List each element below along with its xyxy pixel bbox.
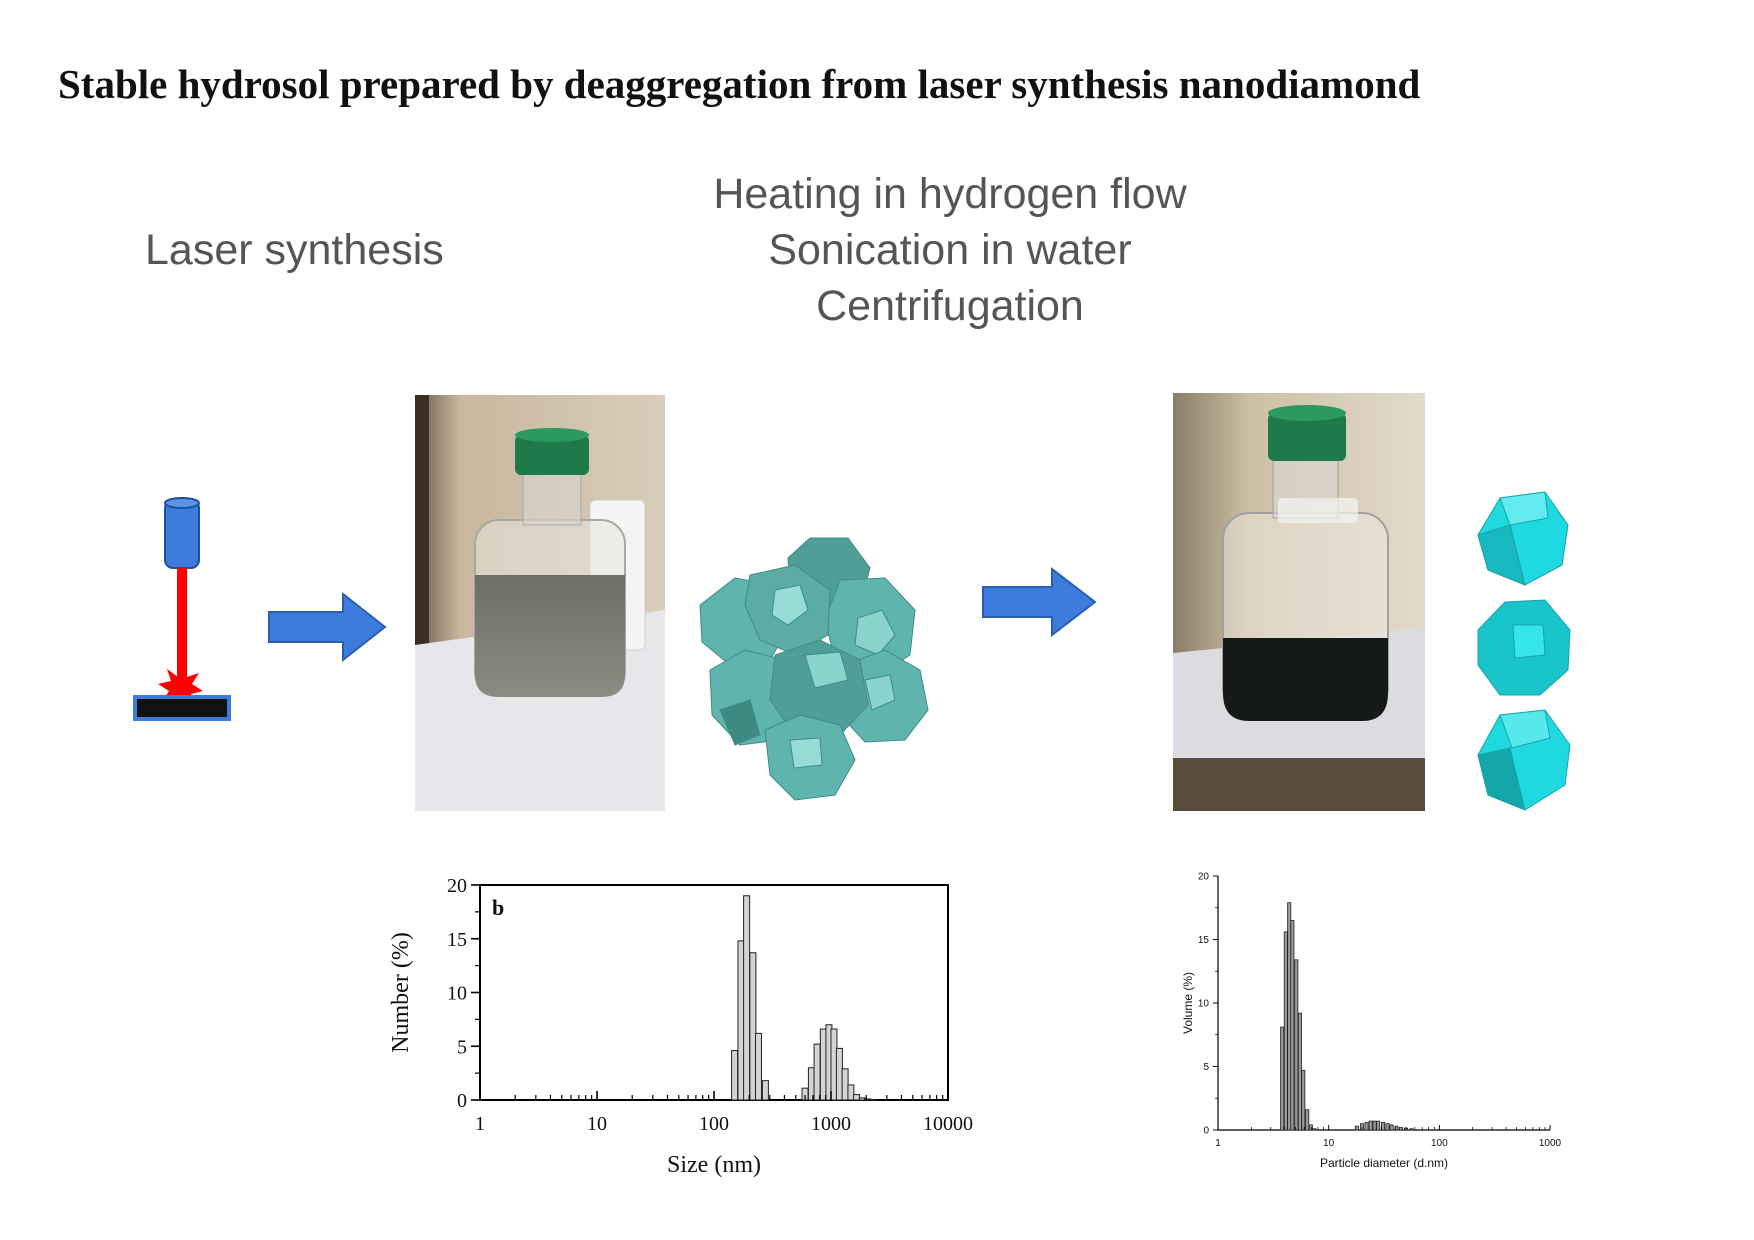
chart1-bar — [731, 1050, 739, 1101]
chart1-bar — [863, 1098, 871, 1101]
chart2-bar — [1385, 1123, 1390, 1131]
chart2-bar — [1280, 1026, 1285, 1131]
chart1-bar — [761, 1080, 769, 1101]
chart1-x-tick-label: 10 — [587, 1113, 607, 1135]
chart1-bar — [869, 1098, 877, 1101]
chart1-y-tick-label: 15 — [447, 929, 467, 951]
chart1-plot-frame — [479, 884, 949, 1101]
chart1-bar — [847, 1084, 855, 1101]
bottle-photo-stable-hydrosol — [1173, 393, 1425, 811]
chart1-bar — [754, 1032, 762, 1101]
arrow-right-icon — [982, 566, 1097, 638]
chart2-bar — [1368, 1120, 1373, 1131]
chart2-bar — [1398, 1127, 1403, 1131]
chart1-y-tick-label: 20 — [447, 875, 467, 897]
chart2-bar — [1409, 1128, 1414, 1131]
chart2-y-tick-label: 5 — [1203, 1062, 1209, 1073]
chart1-y-axis-label: Number (%) — [388, 932, 414, 1053]
chart1-bar — [852, 1094, 860, 1101]
chart1-bar — [835, 1047, 843, 1101]
chart1-x-tick-label: 1 — [475, 1113, 485, 1135]
chart2-bar — [1297, 1012, 1302, 1131]
chart2-x-tick-label: 10 — [1323, 1138, 1335, 1149]
chart2-bar — [1305, 1109, 1310, 1131]
chart1-x-axis-label: Size (nm) — [667, 1152, 761, 1178]
chart2-y-tick-label: 15 — [1198, 935, 1210, 946]
chart1-y-tick-label: 10 — [447, 983, 467, 1005]
chart2-bar — [1312, 1128, 1317, 1131]
chart1-bar — [737, 940, 745, 1101]
chart2-x-axis-label: Particle diameter (d.nm) — [1320, 1156, 1448, 1170]
chart1-x-tick-label: 10000 — [923, 1113, 973, 1135]
chart2-bar — [1308, 1124, 1313, 1131]
laser-synthesis-label: Laser synthesis — [145, 226, 444, 274]
chart1-bar — [841, 1068, 849, 1101]
single-nanodiamond-particles-icon — [1477, 491, 1571, 811]
processing-step-heating: Heating in hydrogen flow — [713, 170, 1187, 218]
arrow-right-icon — [268, 591, 387, 663]
chart2-bar — [1354, 1125, 1359, 1131]
chart2-bar — [1376, 1120, 1381, 1131]
chart2-x-tick-label: 1000 — [1539, 1138, 1562, 1149]
processing-step-sonication: Sonication in water — [768, 226, 1132, 274]
chart1-y-tick-label: 0 — [457, 1090, 467, 1112]
chart1-x-tick-label: 100 — [699, 1113, 729, 1135]
chart2-bar — [1364, 1121, 1369, 1131]
chart2-x-tick-label: 100 — [1431, 1138, 1448, 1149]
bottle-photo-grey-suspension — [415, 395, 665, 811]
chart2-y-tick-label: 20 — [1198, 872, 1210, 883]
processing-step-centrifugation: Centrifugation — [816, 282, 1084, 330]
chart2-bar — [1301, 1069, 1306, 1131]
chart2-y-tick-label: 0 — [1203, 1126, 1209, 1137]
chart1-bar — [743, 895, 751, 1101]
page-title: Stable hydrosol prepared by deaggregatio… — [58, 61, 1421, 107]
chart1-bar — [813, 1043, 821, 1101]
chart2-bar — [1372, 1120, 1377, 1131]
nanodiamond-aggregate-icon — [699, 537, 929, 801]
chart1-y-tick-label: 5 — [457, 1036, 467, 1058]
chart1-bar — [807, 1067, 815, 1101]
processing-steps: Heating in hydrogen flow Sonication in w… — [650, 166, 1250, 334]
chart2-bar — [1287, 902, 1292, 1131]
chart2-x-tick-label: 1 — [1215, 1138, 1221, 1149]
chart2-bar — [1389, 1124, 1394, 1131]
chart1-panel-label: b — [492, 895, 504, 920]
chart2-y-axis-label: Volume (%) — [1181, 972, 1195, 1034]
chart2-bar — [1283, 931, 1288, 1131]
chart2-bar — [1290, 920, 1295, 1131]
chart1-x-tick-label: 1000 — [811, 1113, 851, 1135]
chart1-bar — [749, 952, 757, 1101]
chart2-bar — [1394, 1125, 1399, 1131]
chart2-bar — [1294, 959, 1299, 1131]
laser-icon — [133, 497, 231, 721]
chart2-bar — [1381, 1121, 1386, 1131]
chart2-y-tick-label: 10 — [1198, 999, 1210, 1010]
